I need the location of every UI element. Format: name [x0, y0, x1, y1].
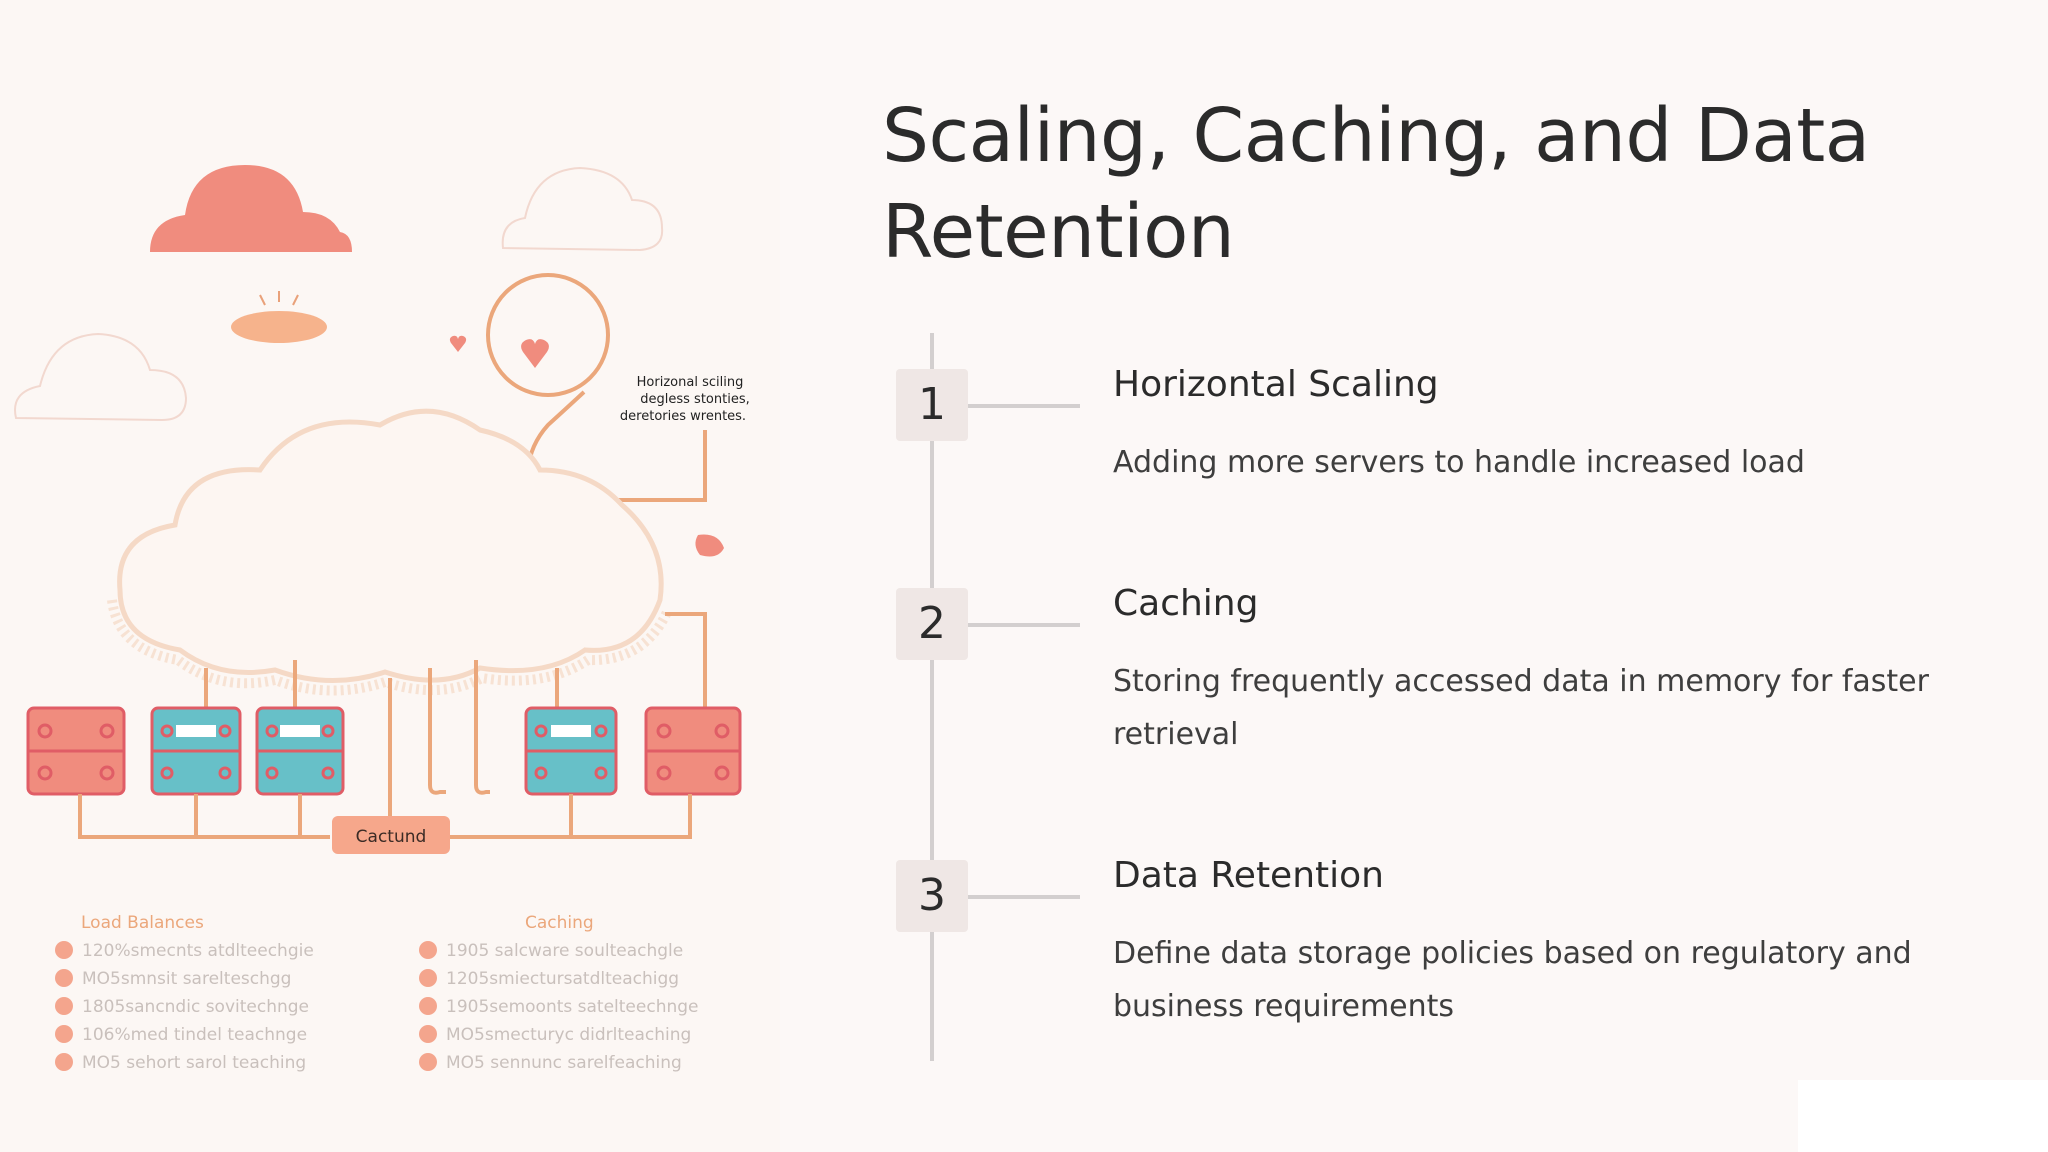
callout-text-line: degless stonties, — [640, 392, 749, 407]
legend-item: MO5smecturyc didrlteaching — [446, 1025, 691, 1045]
server-icon — [524, 706, 618, 796]
legend-item: 1205smiectursatdlteachigg — [446, 969, 679, 989]
legend-item: 1905 salcware soulteachgle — [446, 941, 683, 961]
step-number-badge: 2 — [896, 588, 968, 660]
outline-cloud-icon — [501, 166, 664, 252]
legend-item: MO5smnsit sarelteschgg — [82, 969, 291, 989]
step-title: Horizontal Scaling — [1113, 364, 1439, 405]
outline-cloud-icon — [14, 332, 188, 422]
callout-text-line: Horizonal sciling — [637, 375, 744, 390]
server-icon — [255, 706, 345, 796]
infrastructure-illustration: Cactund Horizonal sciling degless stonti… — [0, 0, 780, 1152]
step-connector — [968, 895, 1080, 899]
legend-bullet-icon — [419, 941, 437, 959]
cloud-infrastructure-drawing: Cactund Horizonal sciling degless stonti… — [14, 165, 750, 1073]
heart-icon — [449, 335, 467, 352]
legend-item: 1905semoonts satelteechnge — [446, 997, 699, 1017]
timeline-line — [930, 333, 934, 1061]
hub-label: Cactund — [356, 827, 427, 847]
server-icon — [150, 706, 242, 796]
step-title: Caching — [1113, 583, 1259, 624]
central-cloud — [117, 408, 664, 684]
step-description: Storing frequently accessed data in memo… — [1113, 664, 1929, 752]
corner-patch — [1798, 1080, 2048, 1152]
legend-bullet-icon — [419, 969, 437, 987]
coral-cloud-icon — [150, 165, 352, 252]
legend-bullet-icon — [55, 997, 73, 1015]
hub-node — [332, 816, 450, 854]
orange-pin-icon — [695, 534, 724, 557]
step-description: Define data storage policies based on re… — [1113, 936, 1912, 1024]
legend-list-load-balances: 120%smecnts atdlteechgie MO5smnsit sarel… — [55, 941, 314, 1073]
legend-bullet-icon — [55, 941, 73, 959]
legend-title-caching: Caching — [525, 913, 594, 933]
step-connector — [968, 623, 1080, 627]
legend-item: 120%smecnts atdlteechgie — [82, 941, 314, 961]
server-icon — [26, 706, 126, 796]
legend-item: 106%med tindel teachnge — [82, 1025, 307, 1045]
legend-bullet-icon — [419, 997, 437, 1015]
legend-bullet-icon — [55, 1053, 73, 1071]
step-title: Data Retention — [1113, 855, 1384, 896]
orange-ellipse-icon — [231, 311, 327, 343]
legend-bullet-icon — [55, 1025, 73, 1043]
callout-text-line: deretories wrentes. — [620, 409, 746, 424]
step-number-badge: 1 — [896, 369, 968, 441]
step-number-badge: 3 — [896, 860, 968, 932]
legend-item: MO5 sennunc sarelfeaching — [446, 1053, 682, 1073]
heart-icon — [521, 339, 549, 368]
heart-circle-icon — [486, 273, 610, 397]
legend-title-load-balances: Load Balances — [81, 913, 204, 933]
legend-item: MO5 sehort sarol teaching — [82, 1053, 306, 1073]
step-description: Adding more servers to handle increased … — [1113, 445, 1805, 480]
server-icon — [644, 706, 742, 796]
legend-bullet-icon — [55, 969, 73, 987]
legend-bullet-icon — [419, 1025, 437, 1043]
step-connector — [968, 404, 1080, 408]
legend-item: 1805sancndic sovitechnge — [82, 997, 309, 1017]
slide-title: Scaling, Caching, and Data Retention — [882, 93, 1870, 275]
legend-list-caching: 1905 salcware soulteachgle 1205smiecturs… — [419, 941, 699, 1073]
legend-bullet-icon — [419, 1053, 437, 1071]
